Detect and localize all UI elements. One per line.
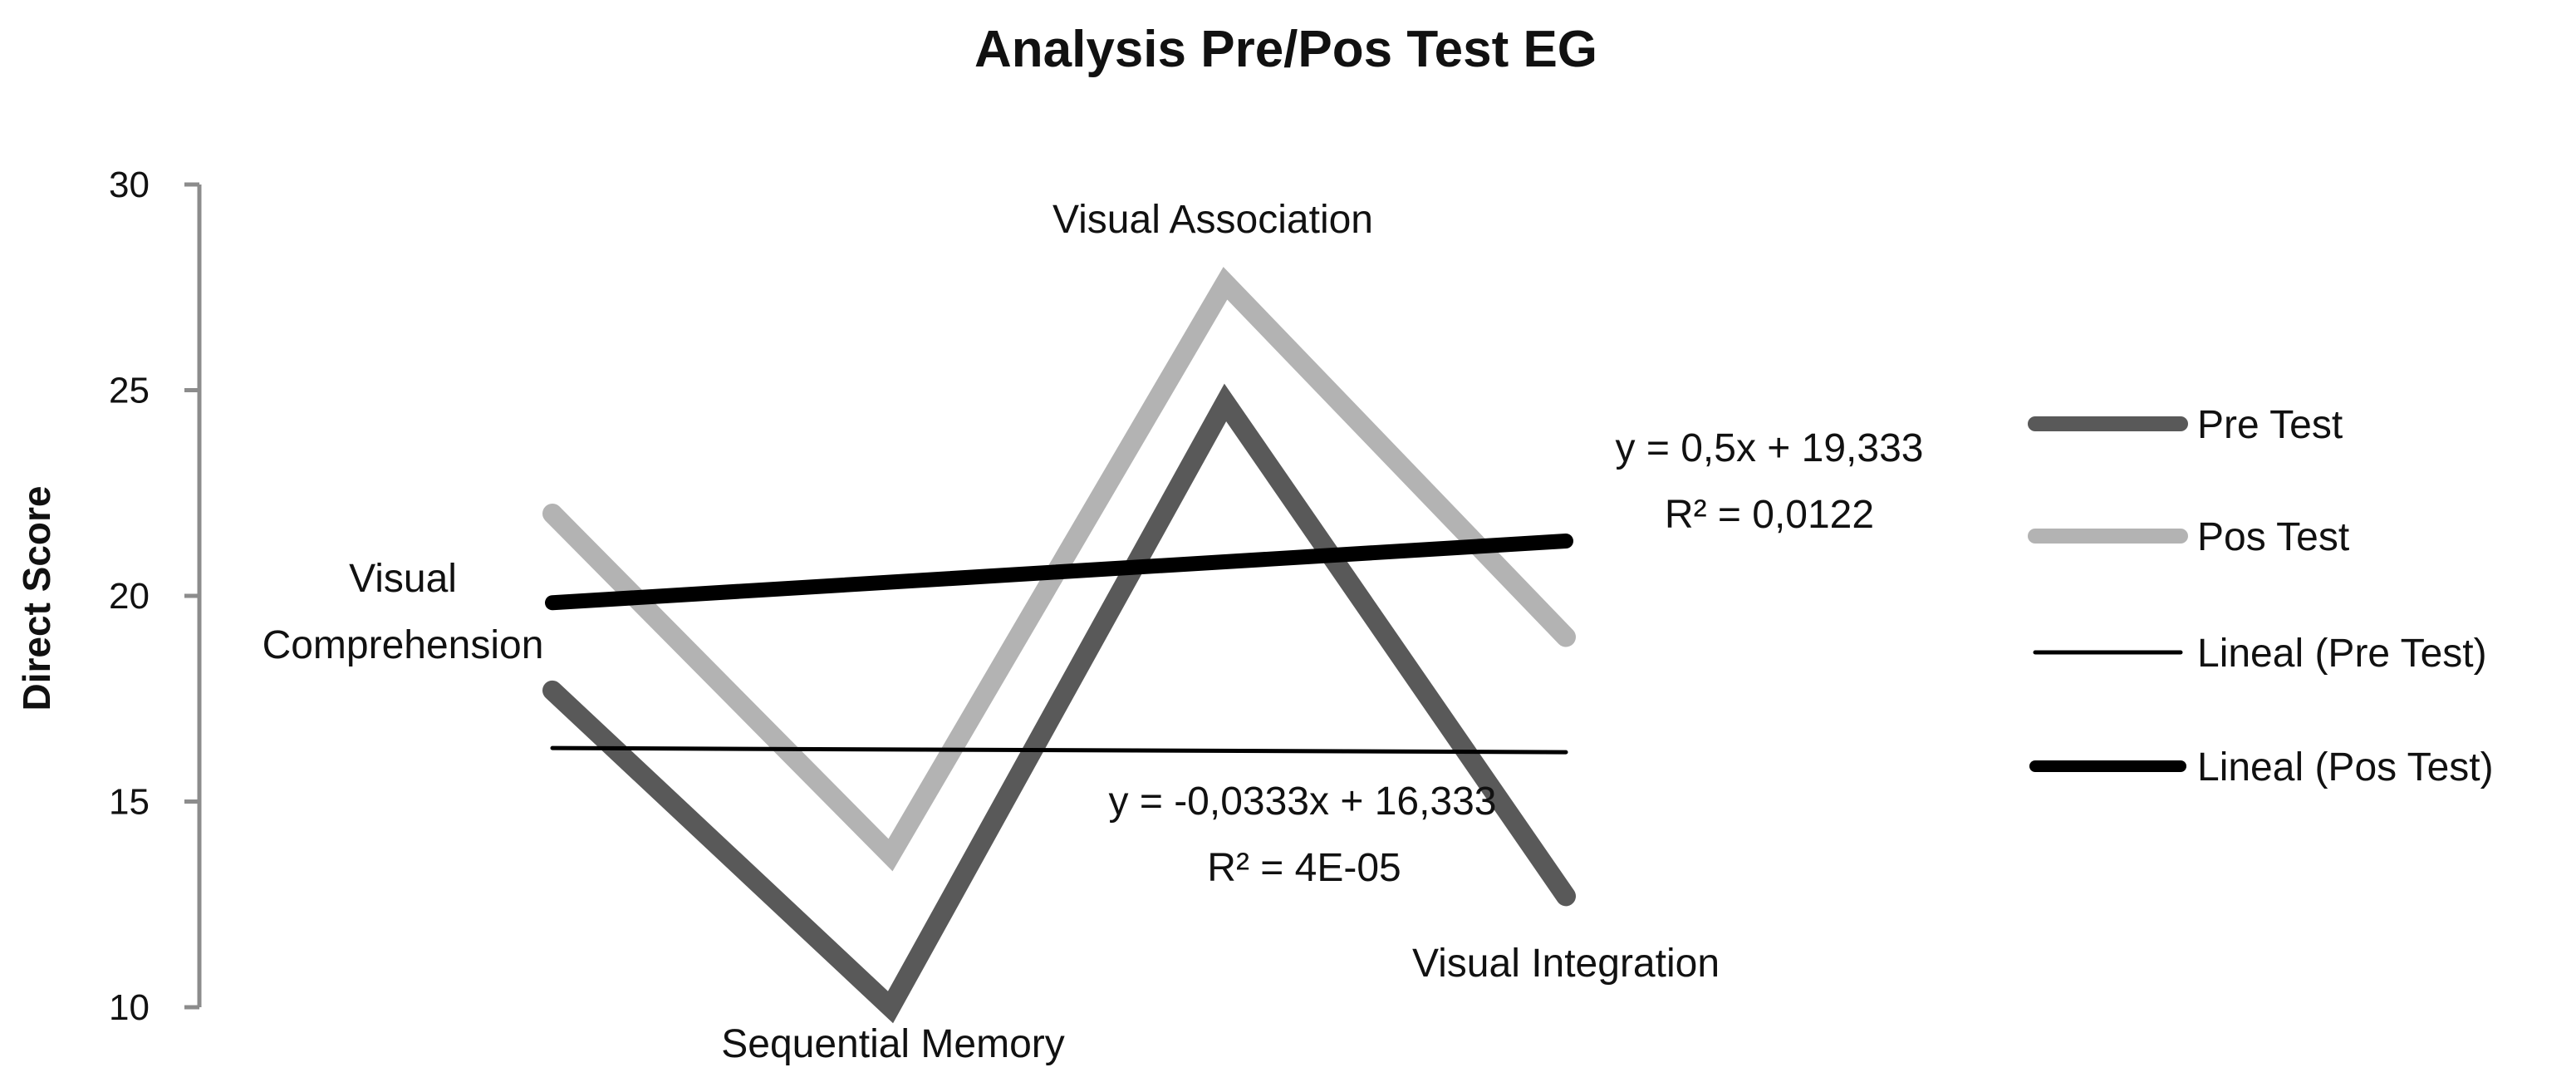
y-ticks: 10 15 20 25 30 <box>109 165 199 1028</box>
category-label: Visual Integration <box>1412 942 1720 986</box>
chart-title: Analysis Pre/Pos Test EG <box>974 21 1597 78</box>
trendline-pre-test <box>550 745 1568 755</box>
legend-label: Pos Test <box>2197 515 2349 559</box>
legend-label: Pre Test <box>2197 403 2343 447</box>
y-tick-label: 30 <box>109 165 150 205</box>
y-tick-label: 10 <box>109 987 150 1028</box>
equation-labels: y = -0,0333x + 16,333 R² = 4E-05 y = 0,5x … <box>1108 426 1923 890</box>
legend-label: Lineal (Pre Test) <box>2197 632 2487 676</box>
series-layer <box>542 267 1576 1024</box>
y-axis-label: Direct Score <box>15 485 58 711</box>
trendline-layer <box>545 534 1573 755</box>
trendline-pos-test <box>545 534 1573 611</box>
category-label: Visual Association <box>1052 198 1373 242</box>
series-line-pre-test <box>542 383 1576 1024</box>
trendline-r-squared: R² = 4E-05 <box>1207 846 1401 890</box>
category-label: Visual <box>349 557 457 601</box>
trendline-equation: y = 0,5x + 19,333 <box>1616 426 1924 470</box>
y-tick-label: 25 <box>109 371 150 411</box>
trendline-r-squared: R² = 0,0122 <box>1665 493 1874 537</box>
legend-label: Lineal (Pos Test) <box>2197 745 2494 789</box>
y-tick-label: 20 <box>109 576 150 617</box>
y-tick-label: 15 <box>109 782 150 823</box>
category-label: Sequential Memory <box>721 1022 1065 1066</box>
trendline-equation: y = -0,0333x + 16,333 <box>1108 780 1496 824</box>
category-label: Comprehension <box>263 623 544 667</box>
